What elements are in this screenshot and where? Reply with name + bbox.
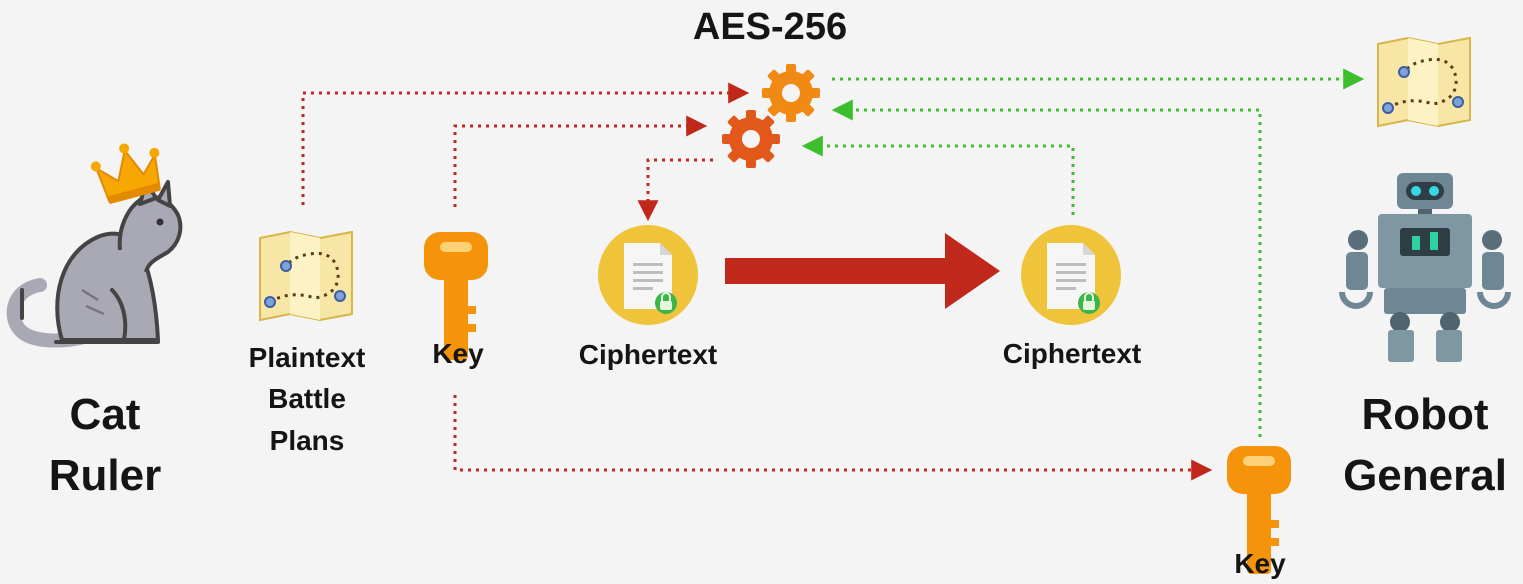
cat-icon bbox=[6, 180, 183, 348]
document-lock-icon bbox=[597, 224, 699, 326]
receiver-key-label: Key bbox=[1234, 548, 1286, 579]
robot-icon bbox=[1339, 173, 1511, 362]
diagram-title: AES-256 bbox=[692, 6, 848, 48]
receiver-key-to-aes-line bbox=[831, 99, 1262, 437]
key-to-aes-line bbox=[453, 115, 708, 207]
map-icon bbox=[1376, 36, 1472, 128]
gear-icon bbox=[722, 110, 780, 168]
receiver-label: Robot General bbox=[1343, 390, 1507, 500]
sender-label: Cat Ruler bbox=[48, 390, 162, 500]
aes-to-ciphertext-line bbox=[637, 158, 713, 222]
sender-key-label: Key bbox=[432, 338, 484, 369]
gear-icon bbox=[762, 64, 820, 122]
crown-icon bbox=[90, 143, 161, 205]
plaintext-to-aes-line bbox=[301, 82, 750, 205]
sender-ciphertext-label: Ciphertext bbox=[578, 339, 718, 370]
key-share-line bbox=[453, 395, 1213, 481]
transfer-arrow bbox=[725, 233, 1000, 309]
document-lock-icon bbox=[1020, 224, 1122, 326]
map-icon bbox=[258, 230, 354, 322]
receiver-ciphertext-label: Ciphertext bbox=[1002, 338, 1142, 369]
plaintext-label: Plaintext Battle Plans bbox=[248, 342, 366, 456]
ciphertext-to-aes-line bbox=[801, 135, 1075, 215]
